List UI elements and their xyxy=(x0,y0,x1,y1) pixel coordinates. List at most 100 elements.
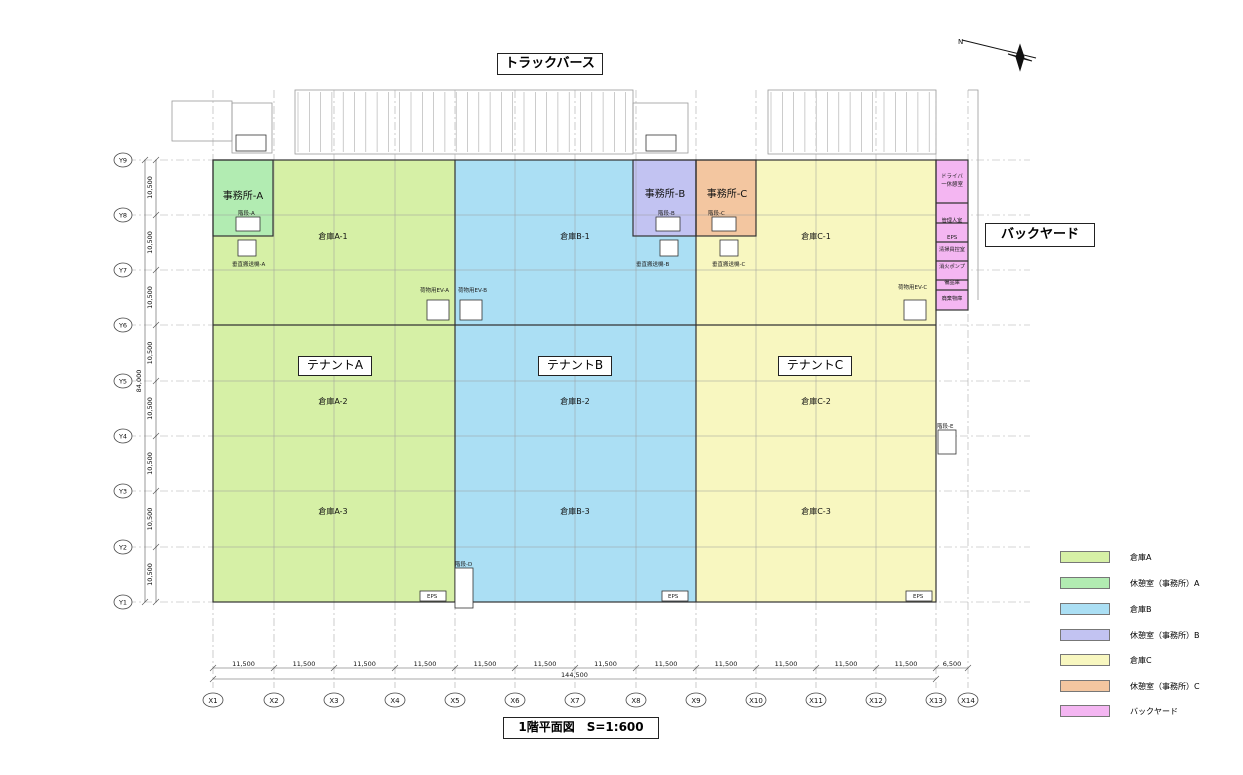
grid-bubble-x: X13 xyxy=(925,692,947,708)
stair-label: 階段-B xyxy=(658,209,675,217)
dimension-label: 10,500 xyxy=(146,286,154,309)
svg-text:X4: X4 xyxy=(390,697,400,705)
dimension-label: 10,500 xyxy=(146,231,154,254)
elevator-label: 荷物用EV-B xyxy=(458,286,487,294)
grid-bubble-x: X14 xyxy=(957,692,979,708)
dimension-label: 11,500 xyxy=(594,660,617,668)
legend-item: バックヤード xyxy=(1060,704,1178,718)
stair-label: 階段-D xyxy=(455,560,472,568)
svg-text:Y9: Y9 xyxy=(118,157,127,165)
backyard-label: バックヤード xyxy=(985,223,1095,247)
svg-text:Y2: Y2 xyxy=(118,544,127,552)
grid-bubble-y: Y2 xyxy=(113,539,133,555)
dimension-label: 11,500 xyxy=(232,660,255,668)
lift-label: 垂直搬送機-C xyxy=(712,260,745,268)
legend-swatch xyxy=(1060,680,1110,692)
room-label: 倉庫A-2 xyxy=(318,396,347,406)
grid-bubble-x: X5 xyxy=(444,692,466,708)
room-label: 事務所-B xyxy=(645,187,686,200)
dimension-label: 11,500 xyxy=(474,660,497,668)
grid-bubble-x: X12 xyxy=(865,692,887,708)
legend-item: 倉庫A xyxy=(1060,550,1151,564)
legend-item: 倉庫C xyxy=(1060,653,1152,667)
svg-text:X14: X14 xyxy=(961,697,975,705)
dimension-label: 11,500 xyxy=(293,660,316,668)
legend-swatch xyxy=(1060,705,1110,717)
svg-text:X6: X6 xyxy=(510,697,520,705)
backyard-room-label: 管理人室 xyxy=(942,216,963,224)
svg-text:N: N xyxy=(958,38,963,46)
room-label: 倉庫A-1 xyxy=(318,231,347,241)
walls xyxy=(212,159,969,603)
legend-swatch xyxy=(1060,629,1110,641)
stair-label: 階段-A xyxy=(238,209,255,217)
lift-label: 垂直搬送機-B xyxy=(636,260,669,268)
tenant-label-a: テナントA xyxy=(298,356,372,376)
backyard-room-label: 清掃員控室 xyxy=(939,245,965,253)
dimension-total-y: 84,000 xyxy=(135,370,143,393)
svg-text:X8: X8 xyxy=(631,697,640,705)
floor-plan-title: 1階平面図 S=1:600 xyxy=(503,717,659,739)
grid-bubble-y: Y9 xyxy=(113,152,133,168)
svg-text:X7: X7 xyxy=(570,697,579,705)
eps-label: EPS xyxy=(668,594,679,600)
room-label: 倉庫C-1 xyxy=(801,231,831,241)
room-label: 倉庫B-2 xyxy=(560,396,589,406)
small-labels: 階段-A 階段-B 階段-C 階段-D 階段-E 垂直搬送機-A 垂直搬送機-B… xyxy=(232,209,958,600)
dimension-label: 11,500 xyxy=(715,660,738,668)
grid-bubble-y: Y4 xyxy=(113,428,133,444)
backyard-room-label: 消火ポンプ xyxy=(939,262,966,270)
room-label: 事務所-C xyxy=(707,187,748,200)
legend-label: 倉庫B xyxy=(1130,604,1152,614)
dimension-label: 10,500 xyxy=(146,342,154,365)
stairs-shafts xyxy=(235,134,957,609)
grid-bubble-y: Y6 xyxy=(113,317,133,333)
dimension-label: 11,500 xyxy=(775,660,798,668)
dimension-total-x: 144,500 xyxy=(561,671,588,679)
legend-swatch xyxy=(1060,603,1110,615)
svg-text:X11: X11 xyxy=(809,697,823,705)
grid-bubble-x: X6 xyxy=(504,692,526,708)
dimension-label: 11,500 xyxy=(414,660,437,668)
svg-text:Y3: Y3 xyxy=(118,488,127,496)
legend-item: 休憩室（事務所）B xyxy=(1060,628,1200,642)
grid-bubble-x: X2 xyxy=(263,692,285,708)
svg-text:X13: X13 xyxy=(929,697,943,705)
backyard-room-label: ドライバー休憩室 xyxy=(941,173,964,188)
grid-bubble-x: X10 xyxy=(745,692,767,708)
svg-text:Y5: Y5 xyxy=(118,378,127,386)
svg-text:Y7: Y7 xyxy=(118,267,127,275)
grid-bubble-x: X1 xyxy=(202,692,224,708)
legend-swatch xyxy=(1060,577,1110,589)
legend-label: 休憩室（事務所）C xyxy=(1130,681,1200,691)
room-labels: 事務所-A 事務所-B 事務所-C 倉庫A-1 倉庫B-1 倉庫C-1 倉庫A-… xyxy=(223,187,831,516)
dimension-label: 10,500 xyxy=(146,563,154,586)
eps-label: EPS xyxy=(913,594,924,600)
legend-label: 休憩室（事務所）B xyxy=(1130,630,1200,640)
room-label: 倉庫B-3 xyxy=(560,506,589,516)
stair-label: 階段-E xyxy=(937,422,954,430)
lift-label: 垂直搬送機-A xyxy=(232,260,265,268)
grid-bubble-x: X9 xyxy=(685,692,707,708)
grid-bubble-x: X11 xyxy=(805,692,827,708)
eps-label: EPS xyxy=(947,235,958,241)
grid-bubble-x: X8 xyxy=(625,692,647,708)
zone-backyard xyxy=(936,160,968,310)
svg-text:Y6: Y6 xyxy=(118,322,127,330)
elevator-label: 荷物用EV-C xyxy=(898,283,927,291)
legend-item: 休憩室（事務所）A xyxy=(1060,576,1199,590)
legend-swatch xyxy=(1060,551,1110,563)
svg-text:X12: X12 xyxy=(869,697,883,705)
dimension-label: 10,500 xyxy=(146,452,154,475)
grid-bubble-x: X7 xyxy=(564,692,586,708)
room-label: 倉庫C-3 xyxy=(801,506,831,516)
dimension-label: 10,500 xyxy=(146,397,154,420)
truck-berth xyxy=(171,89,979,300)
dimension-label: 11,500 xyxy=(353,660,376,668)
dimension-label: 11,500 xyxy=(534,660,557,668)
north-arrow-icon: N xyxy=(958,38,1037,72)
backyard-room-label: 廃棄物庫 xyxy=(942,294,963,302)
